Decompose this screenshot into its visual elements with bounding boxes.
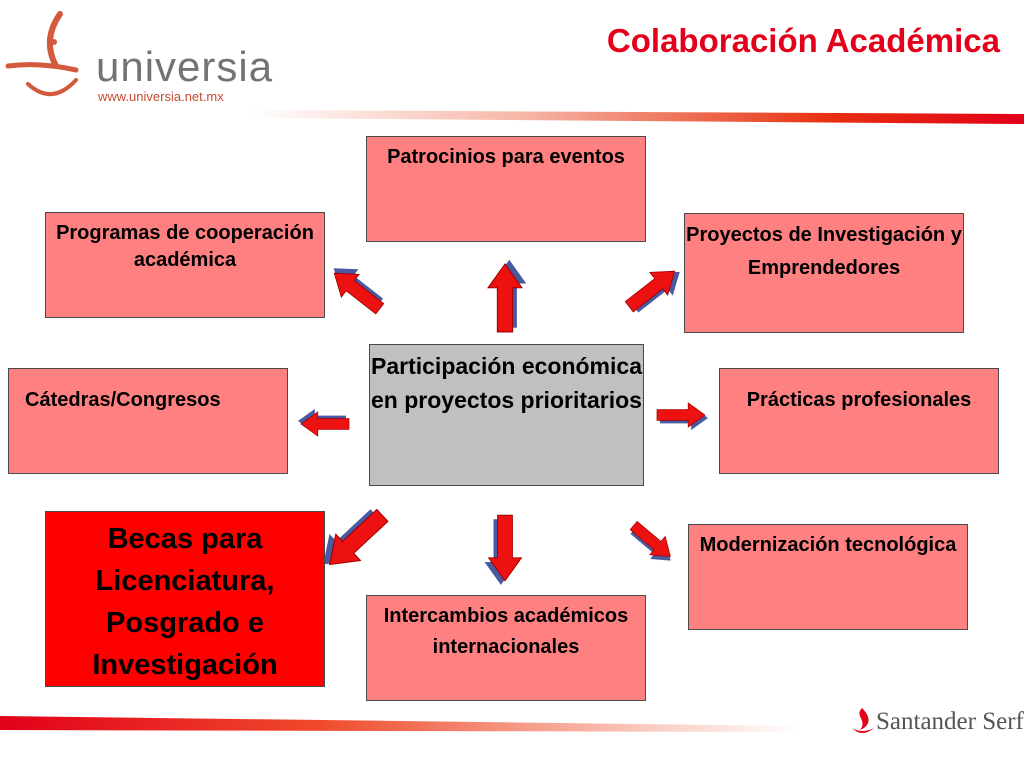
node-patrocinios: Patrocinios para eventos [366, 136, 646, 242]
node-practicas: Prácticas profesionales [719, 368, 999, 474]
logo-url: www.universia.net.mx [98, 89, 224, 104]
node-programas: Programas de cooperación académica [45, 212, 325, 318]
node-practicas-label: Prácticas profesionales [746, 389, 972, 411]
header-divider [250, 110, 1024, 124]
arrow-right [657, 403, 708, 430]
logo-wordmark: universia [96, 43, 274, 90]
node-programas-label: Programas de cooperación académica [56, 222, 314, 271]
node-intercambios-label: Intercambios académicos internacionales [383, 605, 629, 658]
arrow-down [485, 515, 522, 585]
arrow-left [298, 409, 349, 436]
node-proyectos: Proyectos de Investigación y Emprendedor… [684, 213, 964, 333]
node-becas-label: Becas para Licenciatura, Posgrado e Inve… [92, 523, 278, 681]
node-becas: Becas para Licenciatura, Posgrado e Inve… [45, 511, 325, 687]
page-title: Colaboración Académica [606, 22, 1000, 59]
arrow-up-left [323, 257, 391, 320]
node-catedras: Cátedras/Congresos [8, 368, 288, 474]
node-intercambios: Intercambios académicos internacionales [366, 595, 646, 701]
node-patrocinios-label: Patrocinios para eventos [387, 146, 625, 168]
node-catedras-label: Cátedras/Congresos [25, 389, 221, 411]
arrow-down-right [624, 516, 680, 569]
node-proyectos-label: Proyectos de Investigación y Emprendedor… [686, 224, 962, 279]
node-center-label: Participación económica en proyectos pri… [371, 353, 642, 413]
santander-flame-icon [852, 708, 874, 733]
node-modernizacion-label: Modernización tecnológica [699, 534, 957, 556]
arrow-up-right [620, 258, 688, 321]
node-center: Participación económica en proyectos pri… [369, 344, 644, 486]
arrow-up [488, 260, 526, 332]
footer-divider [0, 716, 800, 732]
universia-logo-icon [5, 11, 79, 96]
node-modernizacion: Modernización tecnológica [688, 524, 968, 630]
sponsor-name: Santander Serfin [876, 708, 1024, 735]
